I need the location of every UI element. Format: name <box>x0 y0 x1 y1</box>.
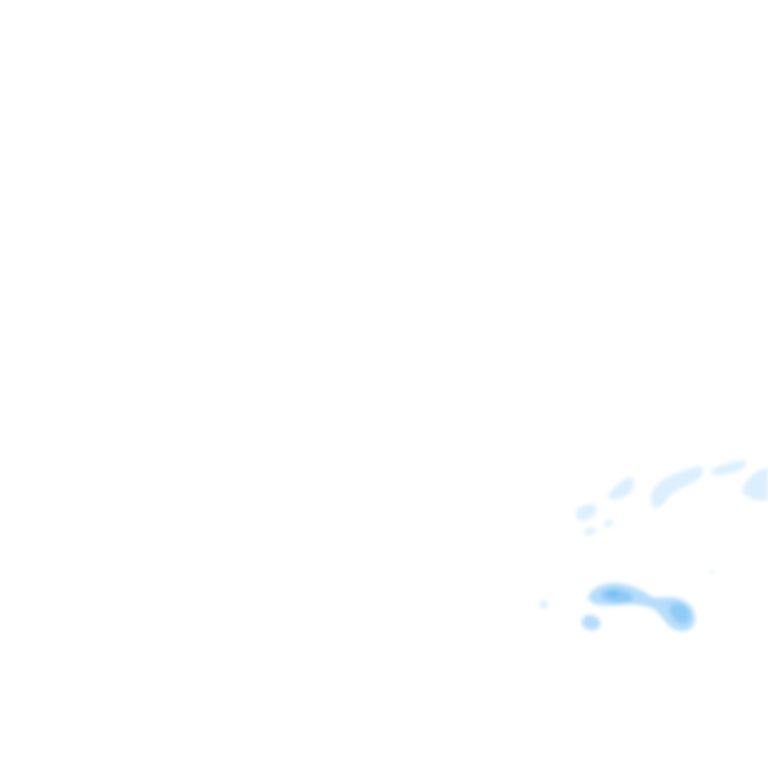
precip-cell-light <box>710 570 714 575</box>
precip-cell-light <box>651 466 703 508</box>
precip-cell-core <box>606 590 620 597</box>
precip-cell-light <box>742 468 768 501</box>
precip-cell-light <box>539 600 549 610</box>
precip-cell-medium <box>582 614 601 631</box>
precip-cell-light <box>575 504 597 521</box>
precip-cell-strong <box>669 603 691 624</box>
precip-cell-light <box>584 527 596 536</box>
precip-cell-light <box>608 477 635 500</box>
precip-cell-light <box>710 460 746 476</box>
precip-cell-light <box>604 519 613 527</box>
